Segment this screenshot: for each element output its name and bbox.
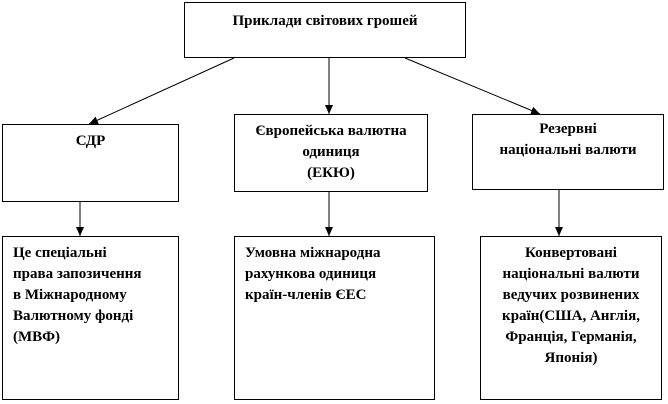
arrow-root-to-reserve	[404, 57, 541, 115]
description-line: (МВФ)	[13, 329, 61, 345]
description-node-ecu: Умовна міжнародна рахункова одиниця краї…	[234, 236, 435, 400]
category-label: Європейська валютна	[255, 123, 407, 139]
category-node-reserve: Резервні національні валюти	[472, 114, 664, 190]
description-line: національні валюти	[502, 266, 640, 282]
description-line: Конвертовані	[525, 245, 617, 261]
description-line: Умовна міжнародна	[245, 245, 381, 261]
category-label: (ЕКЮ)	[307, 165, 355, 181]
description-line: рахункова одиниця	[245, 266, 377, 282]
category-label: одиниця	[302, 144, 360, 160]
category-node-sdr: СДР	[2, 124, 179, 202]
description-line: країн-членів ЄЕС	[245, 287, 367, 303]
description-node-sdr: Це спеціальні права запозичення в Міжнар…	[2, 236, 179, 400]
description-line: Це спеціальні	[13, 245, 107, 261]
root-title: Приклади світових грошей	[232, 12, 418, 29]
description-line: країн(США, Англія,	[502, 308, 640, 324]
category-label: національні валюти	[499, 142, 637, 158]
description-line: в Міжнародному	[13, 287, 127, 303]
arrow-root-to-sdr	[88, 57, 235, 125]
root-node: Приклади світових грошей	[184, 2, 466, 58]
description-node-reserve: Конвертовані національні валюти ведучих …	[480, 236, 662, 400]
description-line: Японія)	[544, 350, 598, 366]
category-node-ecu: Європейська валютна одиниця (ЕКЮ)	[234, 114, 428, 192]
category-label: Резервні	[539, 121, 597, 137]
category-label: СДР	[75, 133, 106, 149]
description-line: Валютному фонді	[13, 308, 134, 324]
description-line: ведучих розвинених	[502, 287, 640, 303]
description-line: Франція, Германія,	[505, 329, 637, 345]
description-line: права запозичення	[13, 266, 142, 282]
